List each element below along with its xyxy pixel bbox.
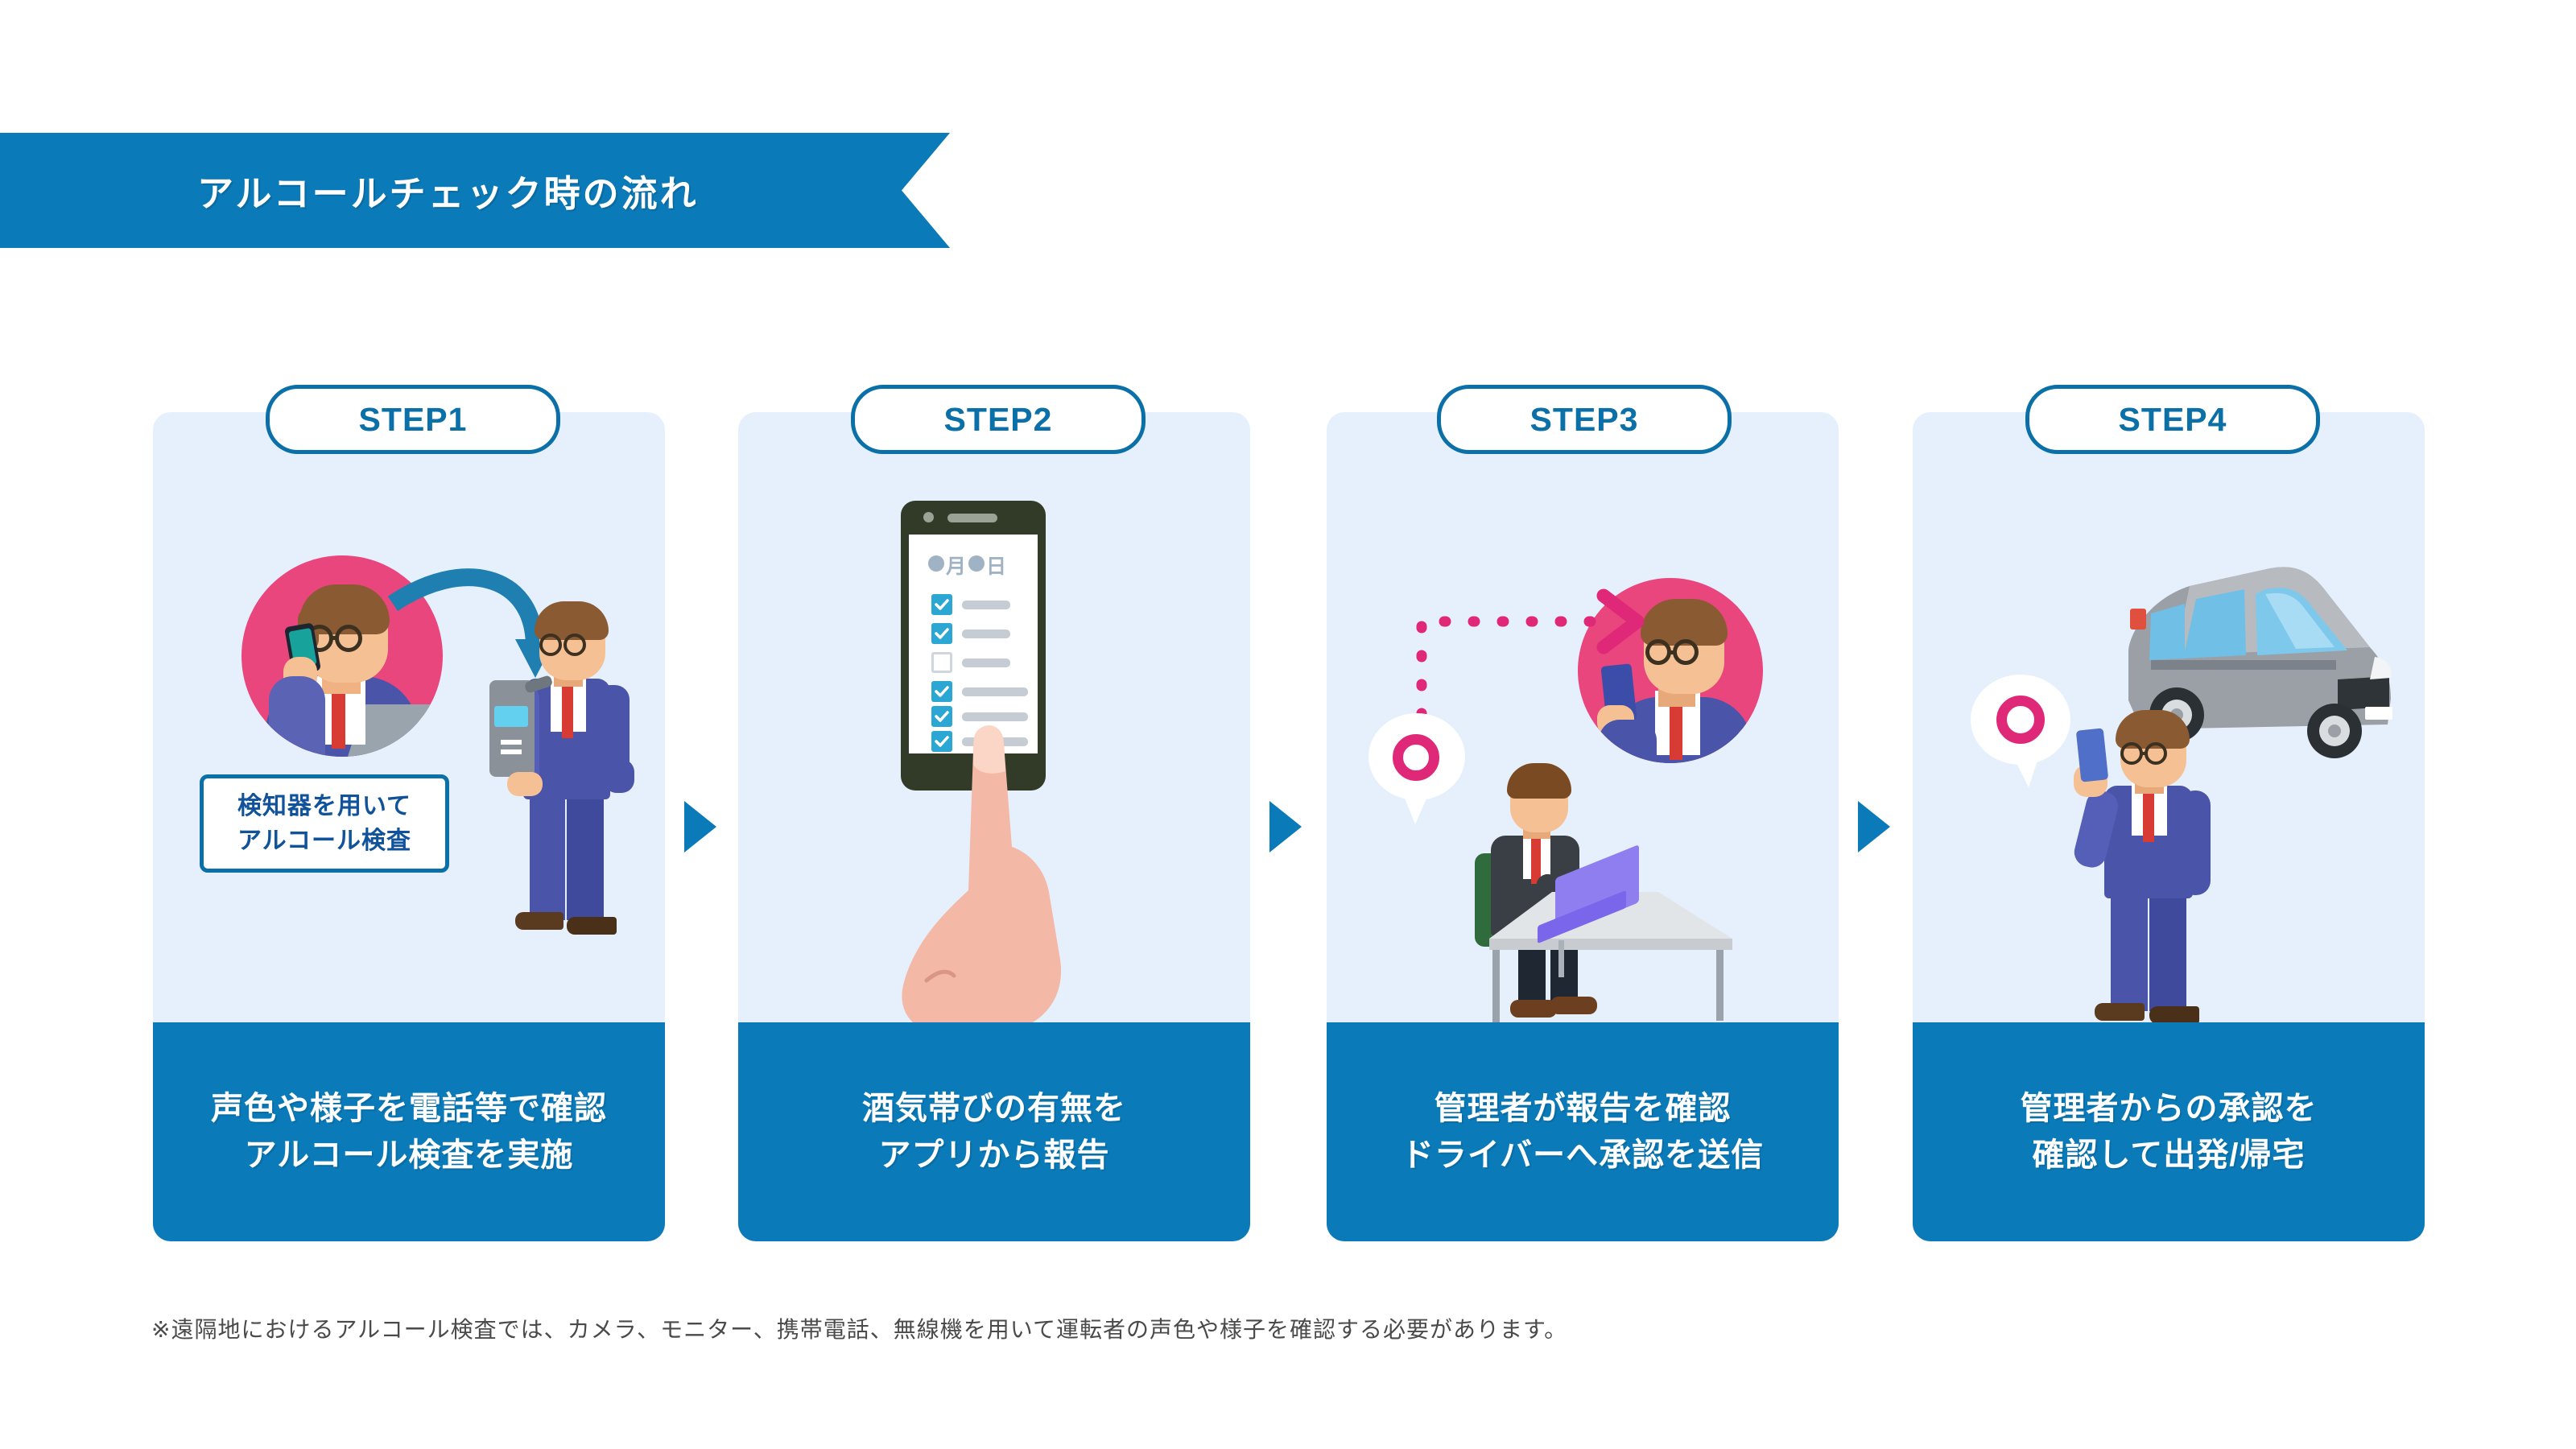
step-panel-2: 月 日 bbox=[738, 412, 1250, 1241]
step-3-caption: 管理者が報告を確認 ドライバーへ承認を送信 bbox=[1327, 1022, 1839, 1241]
step-badge-2-label: STEP2 bbox=[943, 400, 1053, 438]
speech-bubble-tail bbox=[1399, 784, 1433, 824]
step-4-caption: 管理者からの承認を 確認して出発/帰宅 bbox=[1913, 1022, 2425, 1241]
approval-send-arrow-icon bbox=[1416, 588, 1645, 720]
page-title: アルコールチェック時の流れ bbox=[197, 173, 699, 214]
step-badge-1: STEP1 bbox=[266, 385, 560, 454]
breathalyzer-device-icon bbox=[489, 680, 535, 777]
connector-arrow-3 bbox=[1858, 801, 1890, 852]
step-4-caption-text: 管理者からの承認を 確認して出発/帰宅 bbox=[2020, 1091, 2318, 1173]
connector-arrow-1 bbox=[684, 801, 716, 852]
step-panel-3: 管理者が報告を確認 ドライバーへ承認を送信 bbox=[1327, 412, 1839, 1241]
driver-viewing-phone-avatar-icon bbox=[1578, 578, 1763, 763]
step-badge-4-label: STEP4 bbox=[2118, 400, 2227, 438]
step-2-illustration: 月 日 bbox=[738, 412, 1250, 1032]
step-3-caption-text: 管理者が報告を確認 ドライバーへ承認を送信 bbox=[1401, 1091, 1765, 1173]
checklist-checkbox[interactable] bbox=[931, 652, 952, 673]
step-3-illustration bbox=[1327, 412, 1839, 1027]
connector-arrow-2 bbox=[1269, 801, 1302, 852]
footnote-text: ※遠隔地におけるアルコール検査では、カメラ、モニター、携帯電話、無線機を用いて運… bbox=[151, 1317, 1568, 1342]
step-badge-3: STEP3 bbox=[1437, 385, 1732, 454]
step-1-caption: 声色や様子を電話等で確認 アルコール検査を実施 bbox=[153, 1022, 665, 1241]
car-graphic bbox=[2128, 567, 2392, 758]
step-4-illustration bbox=[1913, 412, 2425, 1024]
step-1-callout-text: 検知器を用いて アルコール検査 bbox=[237, 792, 412, 855]
approval-speech-bubble bbox=[1971, 675, 2070, 765]
step-badge-3-label: STEP3 bbox=[1530, 400, 1639, 438]
step-2-caption-text: 酒気帯びの有無を アプリから報告 bbox=[862, 1091, 1126, 1173]
phone-in-hand-icon bbox=[2075, 728, 2109, 782]
speech-bubble-tail bbox=[2009, 749, 2041, 787]
manager-at-desk bbox=[1433, 758, 1739, 1027]
tapping-hand-icon bbox=[902, 725, 1062, 1032]
step-badge-1-label: STEP1 bbox=[358, 400, 468, 438]
driver-with-phone bbox=[2066, 710, 2243, 1024]
step-panel-4: 管理者からの承認を 確認して出発/帰宅 bbox=[1913, 412, 2425, 1241]
step-badge-4: STEP4 bbox=[2025, 385, 2320, 454]
step-panel-1: 検知器を用いて アルコール検査 声色や様子を電話等で確認 アルコール検査を実施 bbox=[153, 412, 665, 1241]
step-badge-2: STEP2 bbox=[851, 385, 1146, 454]
step-1-callout: 検知器を用いて アルコール検査 bbox=[200, 774, 449, 873]
phone-date-month: 月 bbox=[946, 555, 967, 578]
phone-date-day: 日 bbox=[986, 555, 1007, 578]
step-1-caption-text: 声色や様子を電話等で確認 アルコール検査を実施 bbox=[211, 1091, 607, 1173]
approval-circle-mark-icon bbox=[1996, 696, 2045, 744]
step-1-illustration: 検知器を用いて アルコール検査 bbox=[153, 412, 665, 1022]
breathalyzer-person bbox=[483, 601, 665, 939]
approval-speech-bubble bbox=[1368, 713, 1465, 800]
smartphone-graphic: 月 日 bbox=[901, 501, 1046, 791]
title-banner: アルコールチェック時の流れ bbox=[0, 133, 950, 248]
step-2-caption: 酒気帯びの有無を アプリから報告 bbox=[738, 1022, 1250, 1241]
